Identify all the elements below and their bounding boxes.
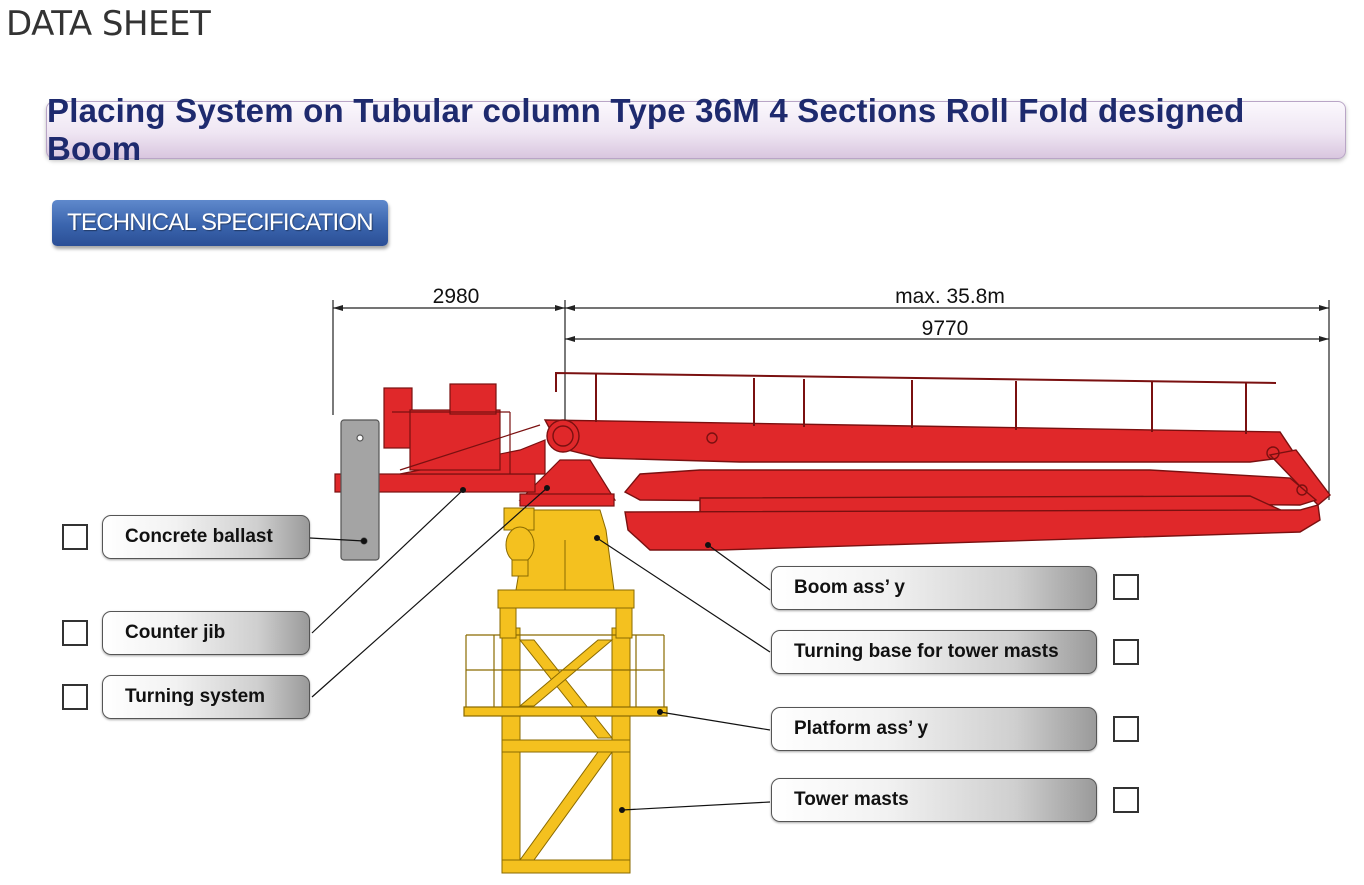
turning-base-drawing [497,507,635,639]
turning-system-drawing [518,459,617,507]
platform-assy-label: Platform ass’ y [771,707,1097,751]
boom-assy-label: Boom ass’ y [771,566,1097,610]
dimension-lines [332,300,1330,500]
leader-lines [309,487,771,811]
tower-masts-checkbox[interactable] [1113,787,1139,813]
turning-system-text: Turning system [125,686,266,707]
page-header: DATA SHEET [6,4,211,44]
dimension-max-reach: max. 35.8m [895,285,1005,308]
platform-assy-text: Platform ass’ y [794,718,929,739]
turning-base-text: Turning base for tower masts [794,641,1059,662]
technical-specification-label: TECHNICAL SPECIFICATION [67,209,373,236]
counter-jib-drawing [334,383,546,493]
turning-base-label: Turning base for tower masts [771,630,1097,674]
boom-drawing [543,419,1331,551]
concrete-ballast-checkbox[interactable] [62,524,88,550]
turning-system-label: Turning system [102,675,310,719]
dimension-2980: 2980 [433,285,480,308]
boom-assy-checkbox[interactable] [1113,574,1139,600]
technical-specification-badge: TECHNICAL SPECIFICATION [52,200,388,246]
page-title: Placing System on Tubular column Type 36… [47,92,1245,167]
boom-handrail [555,371,1277,434]
turning-base-checkbox[interactable] [1113,639,1139,665]
title-bar: Placing System on Tubular column Type 36… [46,92,1346,167]
turning-system-checkbox[interactable] [62,684,88,710]
platform-assy-checkbox[interactable] [1113,716,1139,742]
concrete-ballast-drawing [340,419,380,561]
tower-masts-text: Tower masts [794,789,909,810]
concrete-ballast-text: Concrete ballast [125,526,273,547]
boom-assy-text: Boom ass’ y [794,577,905,598]
counter-jib-checkbox[interactable] [62,620,88,646]
concrete-ballast-label: Concrete ballast [102,515,310,559]
tower-masts-drawing [501,627,631,874]
counter-jib-label: Counter jib [102,611,310,655]
leader-dots [361,485,711,813]
tower-masts-label: Tower masts [771,778,1097,822]
dimension-9770: 9770 [922,317,969,340]
counter-jib-text: Counter jib [125,622,226,643]
dimension-arrows [333,305,1329,342]
